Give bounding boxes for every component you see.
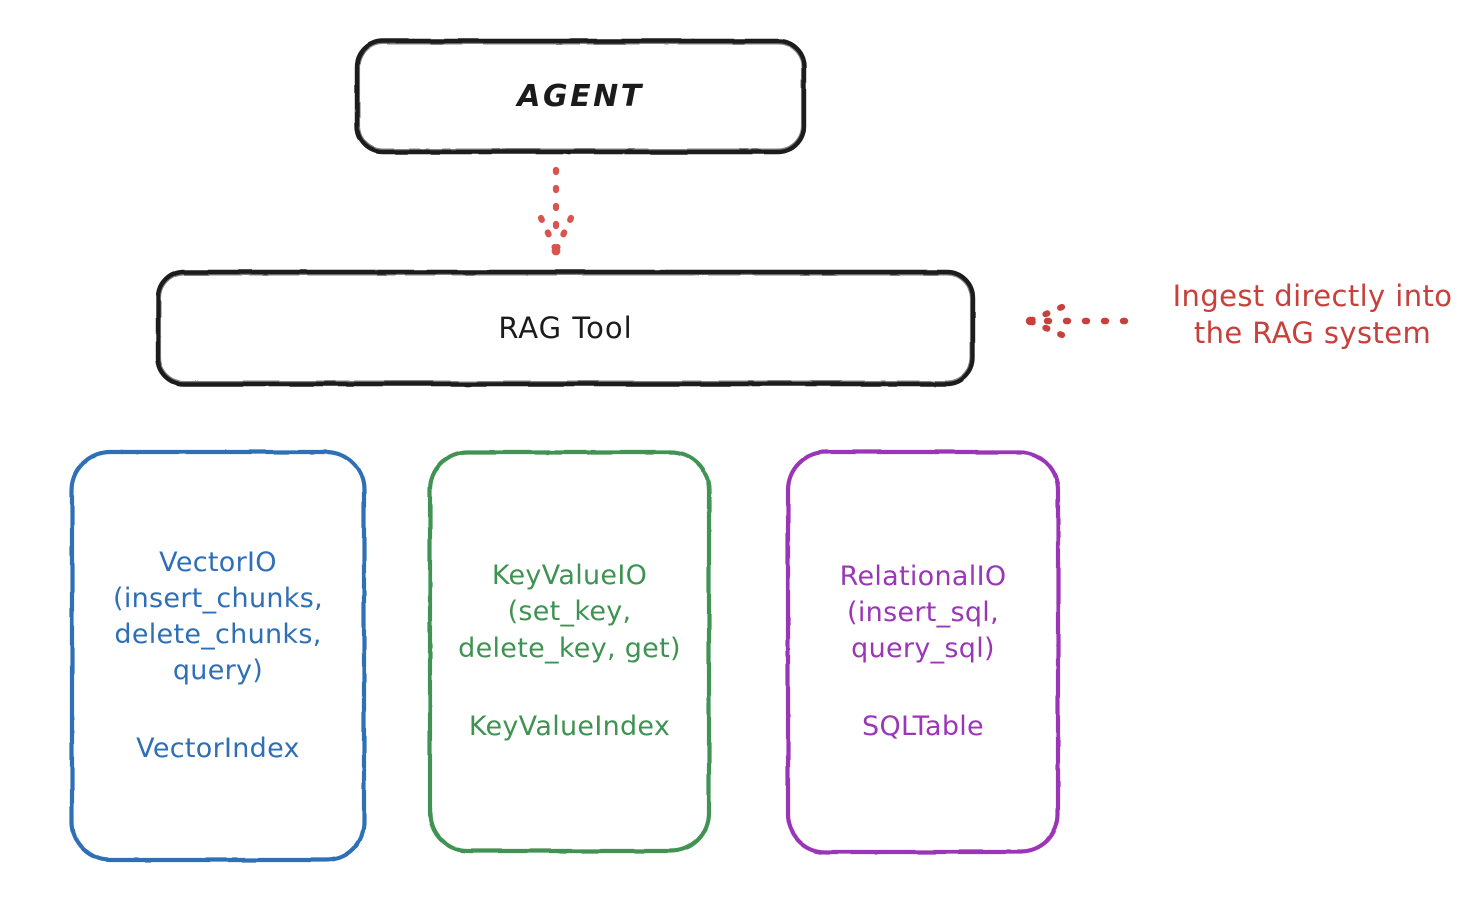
vector-io-box-outline: [69, 449, 367, 863]
relational-io-text-block: RelationalIO (insert_sql, query_sql) SQL…: [786, 559, 1060, 746]
ingest-note-annotation: Ingest directly into the RAG system: [1172, 279, 1453, 351]
key-value-io-box-outline: [427, 449, 712, 854]
vector-io-label: VectorIO (insert_chunks, delete_chunks, …: [113, 546, 323, 687]
agent-node[interactable]: AGENT: [356, 40, 805, 153]
ingest-connector: [1025, 303, 1129, 339]
vector-io-node[interactable]: VectorIO (insert_chunks, delete_chunks, …: [70, 450, 366, 862]
sql-table-label: SQLTable: [862, 711, 984, 743]
key-value-index-label: KeyValueIndex: [468, 710, 671, 742]
rag-tool-label: RAG Tool: [498, 310, 633, 345]
key-value-io-text-block: KeyValueIO (set_key, delete_key, get) Ke…: [428, 558, 711, 745]
rag-tool-box-outline: [155, 269, 976, 387]
rag-tool-node[interactable]: RAG Tool: [156, 270, 975, 386]
relational-io-label: RelationalIO (insert_sql, query_sql): [839, 560, 1007, 665]
vector-index-label: VectorIndex: [136, 733, 300, 765]
relational-io-box-outline: [785, 449, 1061, 855]
agent-box-outline: [354, 38, 807, 155]
agent-to-rag-tool-connector: [537, 166, 575, 256]
key-value-io-label: KeyValueIO (set_key, delete_key, get): [458, 560, 681, 664]
vector-io-text-block: VectorIO (insert_chunks, delete_chunks, …: [70, 545, 366, 768]
key-value-io-node[interactable]: KeyValueIO (set_key, delete_key, get) Ke…: [428, 450, 711, 853]
agent-label: AGENT: [517, 78, 644, 114]
relational-io-node[interactable]: RelationalIO (insert_sql, query_sql) SQL…: [786, 450, 1060, 854]
